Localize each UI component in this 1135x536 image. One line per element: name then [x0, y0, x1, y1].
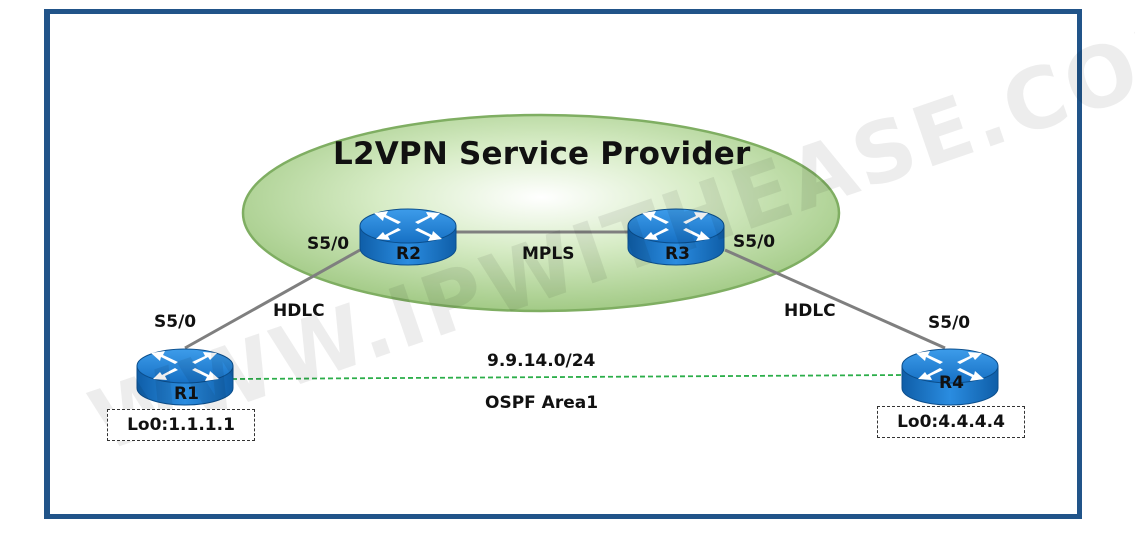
interface-label-r2: S5/0 — [307, 234, 350, 254]
interface-label-r4: S5/0 — [928, 313, 971, 333]
interface-label-r3: S5/0 — [733, 232, 776, 252]
link-label-hdlc-right: HDLC — [784, 301, 836, 321]
subnet-label: 9.9.14.0/24 — [487, 351, 596, 371]
router-label-r1: R1 — [174, 384, 199, 404]
diagram-title: L2VPN Service Provider — [333, 136, 751, 172]
loopback-box-r1: Lo0:1.1.1.1 — [107, 409, 255, 441]
link-label-mpls: MPLS — [522, 244, 575, 264]
link-r1-r2 — [184, 248, 361, 350]
link-r3-r4 — [724, 248, 946, 350]
interface-label-r1: S5/0 — [154, 312, 197, 332]
loopback-box-r4: Lo0:4.4.4.4 — [877, 406, 1025, 438]
link-r1-r4-ospf — [231, 374, 905, 380]
ospf-area-label: OSPF Area1 — [485, 393, 599, 413]
link-label-hdlc-left: HDLC — [273, 301, 325, 321]
router-label-r3: R3 — [665, 244, 690, 264]
router-label-r2: R2 — [396, 244, 421, 264]
router-label-r4: R4 — [939, 373, 964, 393]
